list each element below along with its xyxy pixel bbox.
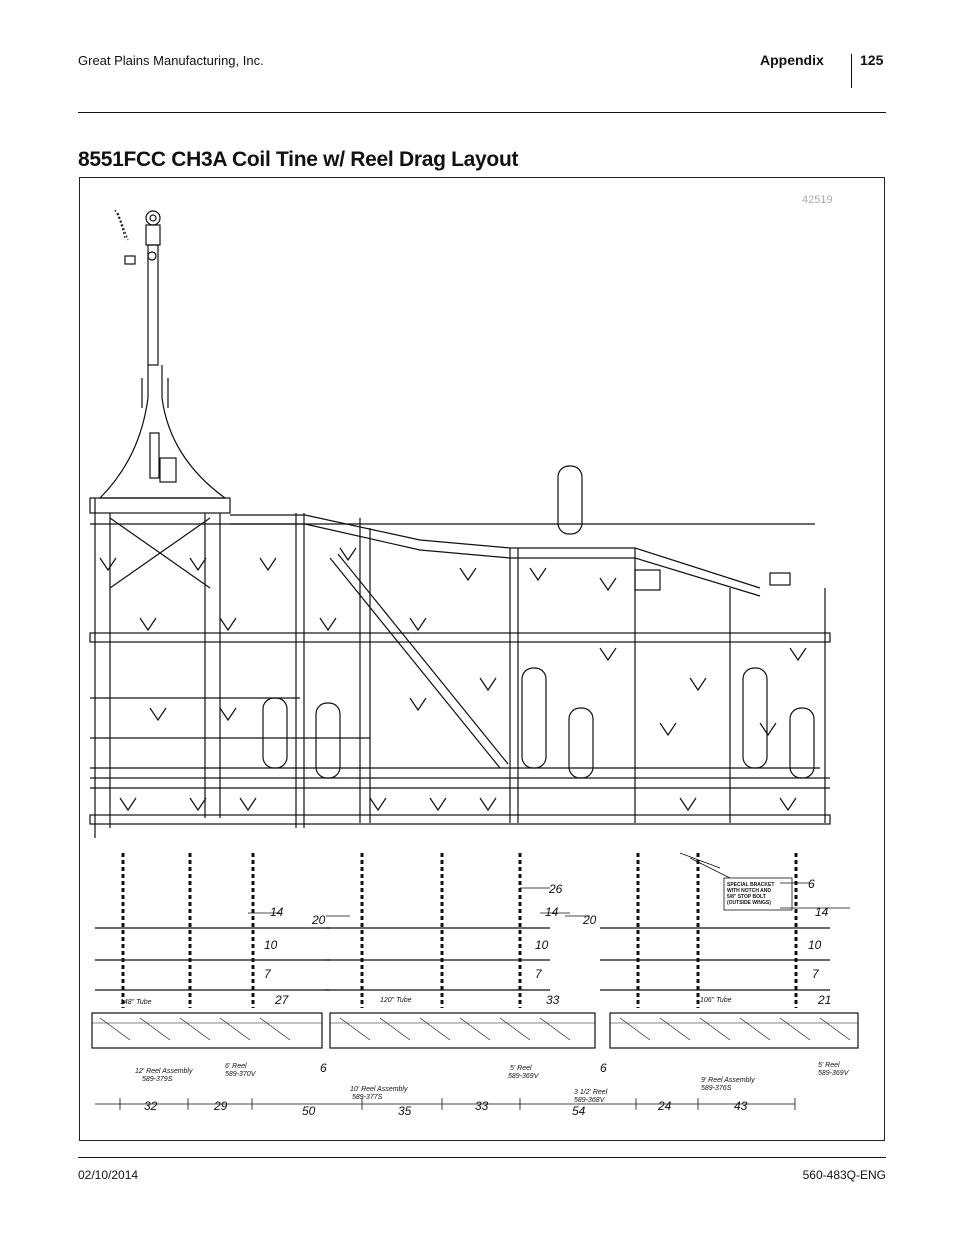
- dim-29: 29: [213, 1099, 228, 1113]
- hitch-tongue: [98, 209, 227, 499]
- label-reel-35: 3 1/2' Reel: [574, 1089, 608, 1096]
- dim-6a: 6: [808, 877, 815, 891]
- dim-10a: 10: [264, 938, 278, 952]
- dim-33b: 33: [475, 1099, 489, 1113]
- label-tube-120: 120" Tube: [380, 997, 412, 1004]
- gauge-wheels: [262, 465, 815, 779]
- label-tube-106: 106" Tube: [700, 997, 732, 1004]
- label-reel-10-pn: 589-377S: [352, 1094, 383, 1101]
- label-reel-12-pn: 589-379S: [142, 1076, 173, 1083]
- bracket-note-3: 5/8" STOP BOLT: [727, 894, 766, 900]
- dim-14a: 14: [270, 905, 284, 919]
- bracket-note-1: SPECIAL BRACKET: [727, 882, 774, 888]
- dim-20a: 20: [311, 913, 326, 927]
- label-reel-10: 10' Reel Assembly: [350, 1086, 408, 1093]
- label-reel-5a-pn: 589-369V: [508, 1073, 540, 1080]
- dim-33: 33: [546, 993, 560, 1007]
- footer-rule: [78, 1157, 886, 1158]
- footer-date: 02/10/2014: [78, 1168, 139, 1182]
- bracket-note-4: (OUTSIDE WINGS): [727, 900, 771, 906]
- company-name: Great Plains Manufacturing, Inc.: [78, 53, 264, 68]
- tine-shanks: [99, 547, 807, 812]
- bracket-note-2: WITH NOTCH AND: [727, 888, 771, 894]
- dim-6c: 6: [600, 1061, 607, 1075]
- figure-frame: [79, 177, 885, 1141]
- dim-26: 26: [548, 882, 563, 896]
- dim-54: 54: [572, 1104, 586, 1118]
- dim-20b: 20: [582, 913, 597, 927]
- label-tube-148: 148" Tube: [120, 999, 152, 1006]
- dimension-lines: [95, 852, 850, 1110]
- dim-10c: 10: [808, 938, 822, 952]
- layout-drawing: 26 6 14 20 14 20 14 10 10 10 7 7 7 27 33…: [89, 209, 859, 1118]
- dim-14b: 14: [545, 905, 559, 919]
- label-reel-12: 12' Reel Assembly: [135, 1068, 193, 1075]
- header-rule: [78, 112, 886, 113]
- reel-assemblies: [91, 1012, 859, 1049]
- dim-27: 27: [274, 993, 290, 1007]
- label-reel-9-pn: 589-376S: [701, 1085, 732, 1092]
- header-divider: [851, 54, 852, 88]
- label-reel-5b-pn: 589-369V: [818, 1070, 850, 1077]
- dim-7c: 7: [812, 967, 820, 981]
- dim-32: 32: [144, 1099, 158, 1113]
- dim-43: 43: [734, 1099, 748, 1113]
- dimension-numbers: 26 6 14 20 14 20 14 10 10 10 7 7 7 27 33…: [144, 877, 831, 1118]
- coil-tine-rows: [95, 853, 830, 1008]
- label-reel-35-pn: 589-368V: [574, 1097, 606, 1104]
- page-title: 8551FCC CH3A Coil Tine w/ Reel Drag Layo…: [78, 148, 519, 171]
- dim-14c: 14: [815, 905, 829, 919]
- dim-21: 21: [817, 993, 831, 1007]
- label-reel-6: 6' Reel: [225, 1063, 247, 1070]
- label-reel-5a: 5' Reel: [510, 1065, 532, 1072]
- figure-id: 42519: [802, 194, 833, 206]
- dim-6b: 6: [320, 1061, 327, 1075]
- footer-doc-number: 560-483Q-ENG: [802, 1168, 886, 1182]
- part-labels: 148" Tube 120" Tube 106" Tube 12' Reel A…: [120, 882, 850, 1104]
- dim-7a: 7: [264, 967, 272, 981]
- frame-bars: [89, 497, 831, 838]
- label-reel-6-pn: 589-370V: [225, 1071, 257, 1078]
- label-reel-5b: 5' Reel: [818, 1062, 840, 1069]
- dim-50: 50: [302, 1104, 316, 1118]
- section-name: Appendix: [760, 52, 824, 68]
- dim-7b: 7: [535, 967, 543, 981]
- page-number: 125: [860, 52, 884, 68]
- dim-24: 24: [657, 1099, 672, 1113]
- dim-35: 35: [398, 1104, 412, 1118]
- label-reel-9: 9' Reel Assembly: [701, 1077, 755, 1084]
- dim-10b: 10: [535, 938, 549, 952]
